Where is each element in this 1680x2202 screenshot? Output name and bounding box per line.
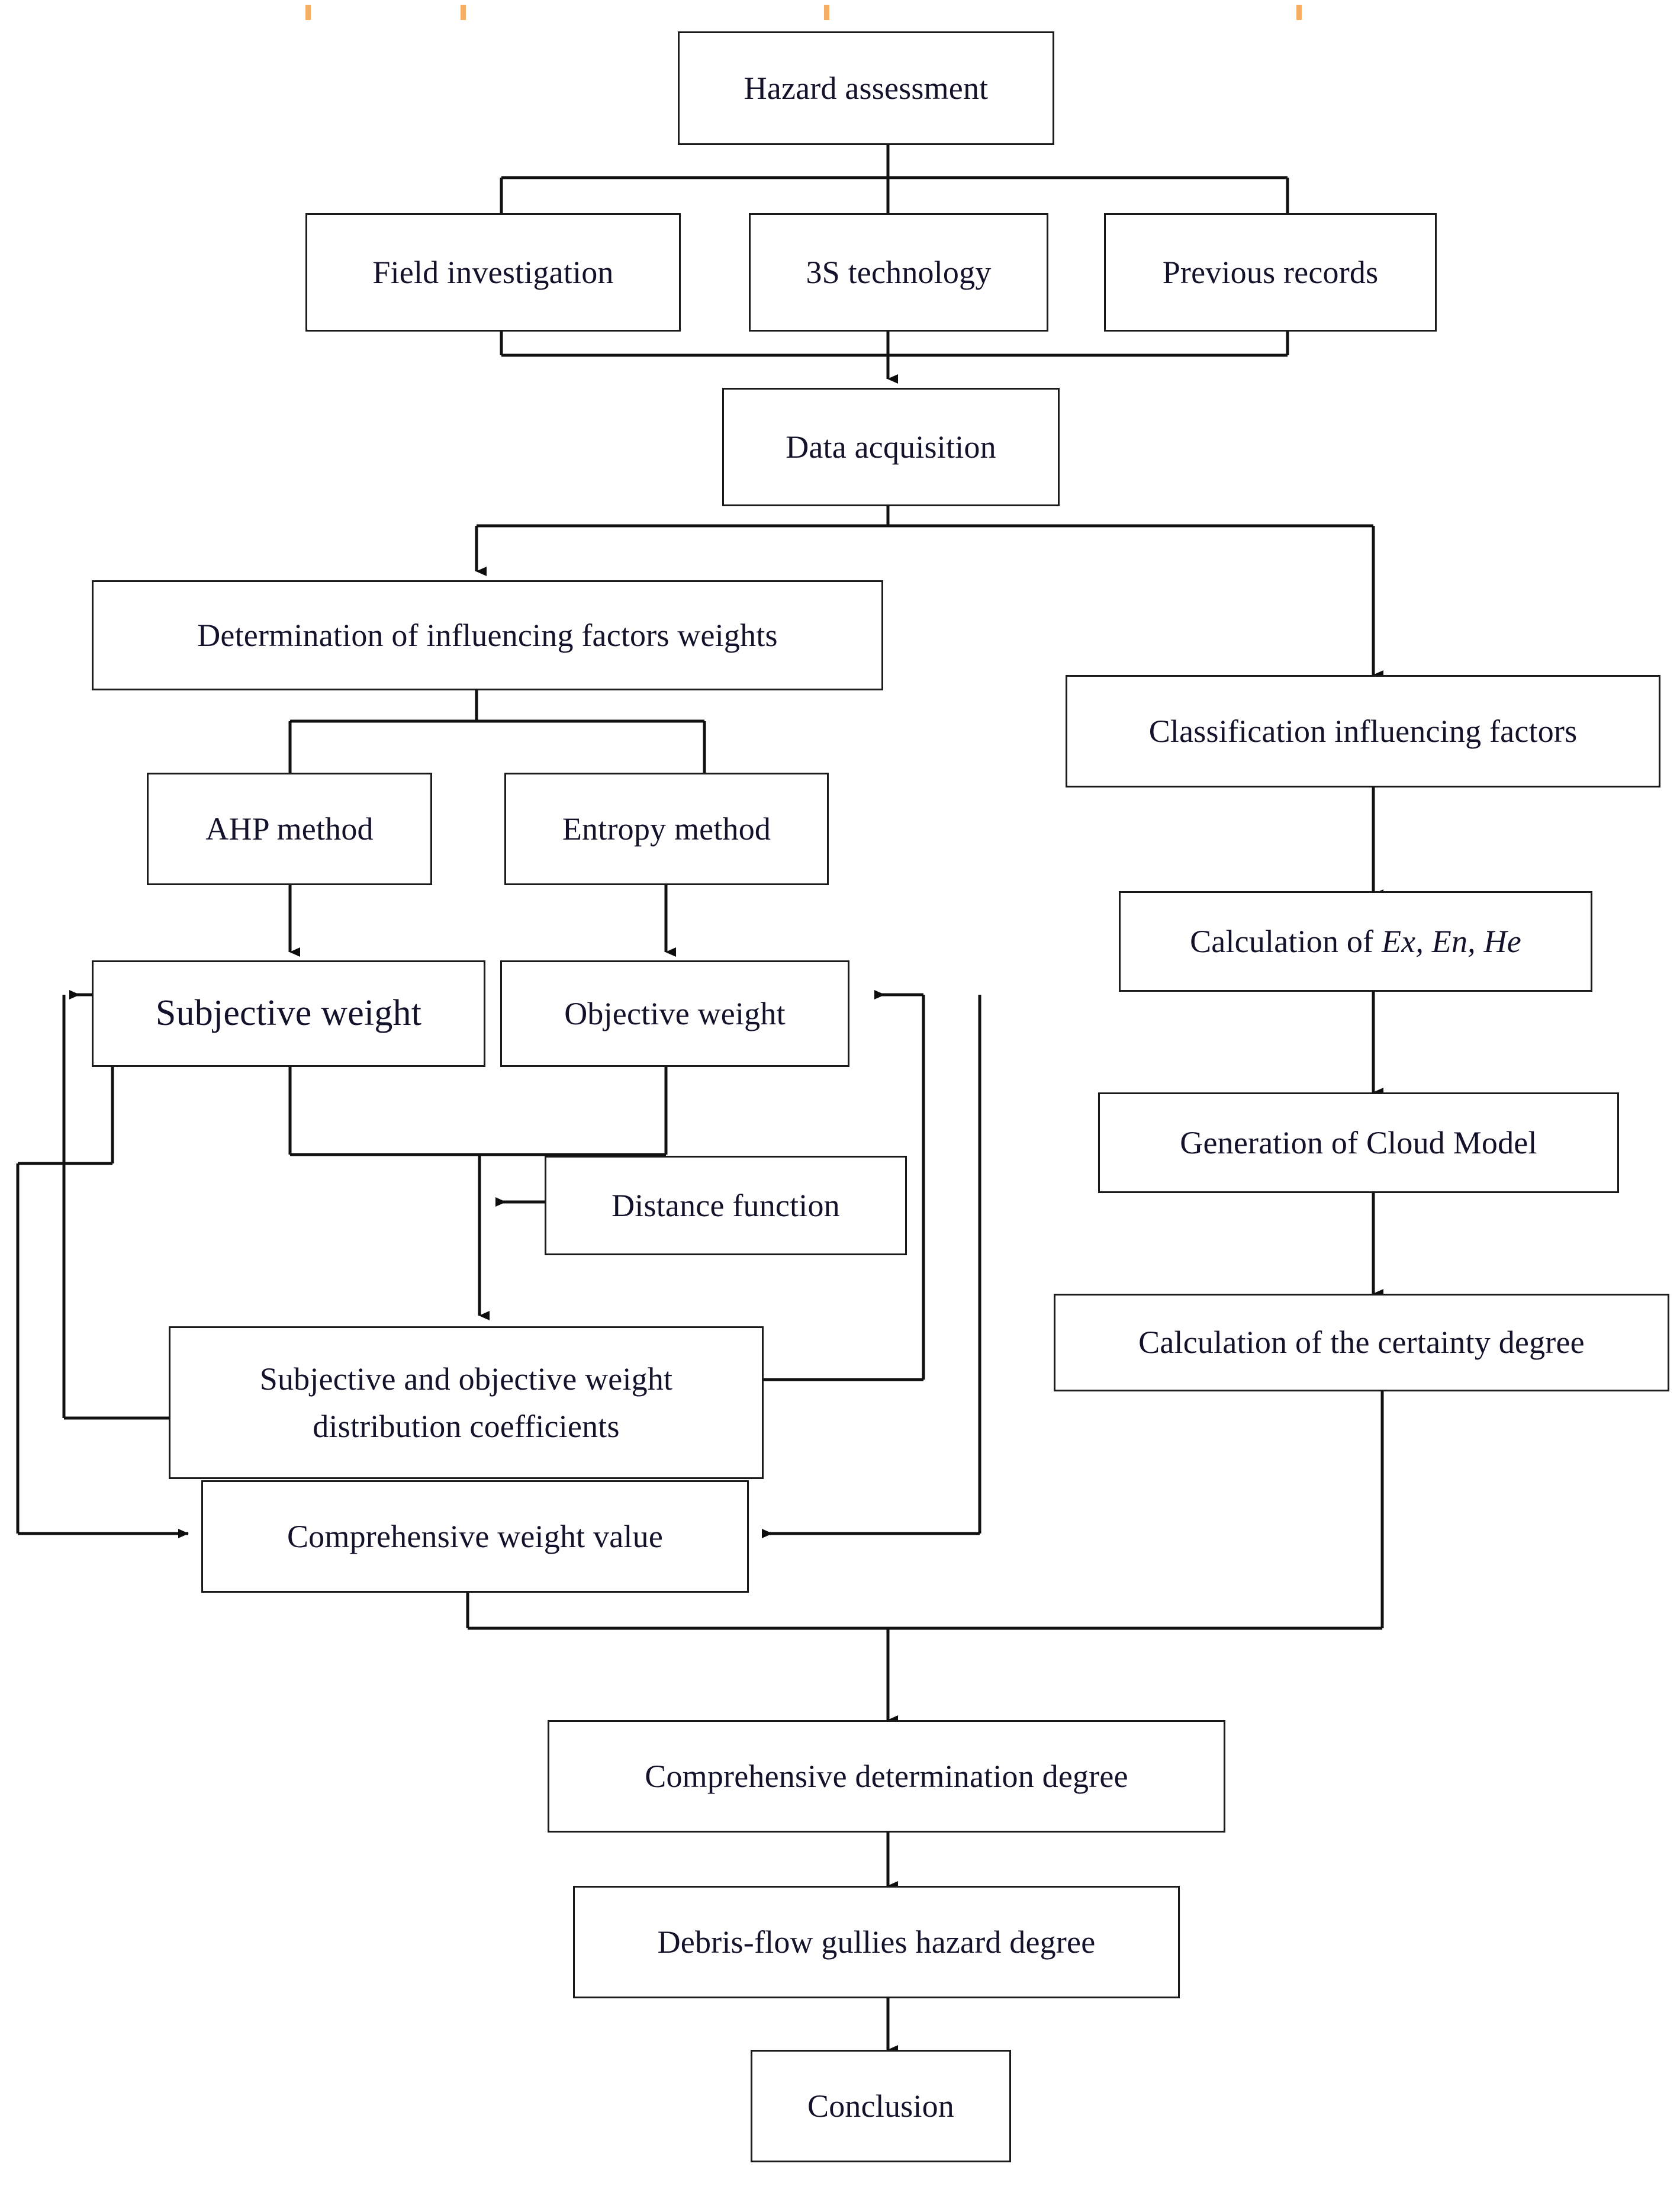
calculation-variables: Ex, En, He [1382,923,1521,959]
node-label: AHP method [205,811,374,847]
node-field-investigation[interactable]: Field investigation [305,213,681,332]
node-label-line-1: Subjective and objective weight [259,1361,673,1397]
node-label: 3S technology [806,254,992,290]
node-label: Calculation of the certainty degree [1138,1325,1585,1361]
scan-artifact-mark [824,5,829,20]
node-debris-flow-gullies-hazard-degree[interactable]: Debris-flow gullies hazard degree [573,1886,1180,1998]
scan-artifact-mark [305,5,311,20]
node-classification-influencing-factors[interactable]: Classification influencing factors [1066,675,1660,787]
node-label: Entropy method [562,811,771,847]
node-label: Field investigation [372,254,614,290]
node-hazard-assessment[interactable]: Hazard assessment [678,31,1054,145]
scan-artifact-mark [1296,5,1302,20]
node-3s-technology[interactable]: 3S technology [749,213,1048,332]
node-distance-function[interactable]: Distance function [545,1156,907,1255]
calculation-prefix: Calculation of [1190,923,1382,959]
node-calculation-of-certainty-degree[interactable]: Calculation of the certainty degree [1054,1294,1669,1391]
node-subjective-weight[interactable]: Subjective weight [92,960,485,1067]
node-label: Classification influencing factors [1148,713,1578,749]
node-data-acquisition[interactable]: Data acquisition [722,388,1060,506]
node-entropy-method[interactable]: Entropy method [504,773,829,885]
node-label: Subjective weight [155,993,422,1034]
node-label: Determination of influencing factors wei… [197,617,778,653]
node-comprehensive-determination-degree[interactable]: Comprehensive determination degree [548,1720,1225,1833]
scan-artifact-mark [461,5,466,20]
node-subjective-objective-weight-distribution-coefficients[interactable]: Subjective and objective weight distribu… [169,1326,764,1479]
node-ahp-method[interactable]: AHP method [147,773,432,885]
node-label: Comprehensive determination degree [645,1758,1128,1794]
node-objective-weight[interactable]: Objective weight [500,960,849,1067]
node-comprehensive-weight-value[interactable]: Comprehensive weight value [201,1480,749,1593]
node-previous-records[interactable]: Previous records [1104,213,1437,332]
node-generation-of-cloud-model[interactable]: Generation of Cloud Model [1098,1092,1619,1193]
node-label: Calculation of Ex, En, He [1190,923,1521,959]
node-label: Hazard assessment [744,70,989,106]
node-label: Conclusion [807,2088,954,2124]
node-calculation-ex-en-he[interactable]: Calculation of Ex, En, He [1119,891,1592,992]
node-label: Debris-flow gullies hazard degree [657,1924,1096,1960]
node-label: Generation of Cloud Model [1180,1124,1537,1161]
node-label: Objective weight [564,995,786,1031]
node-label-line-2: distribution coefficients [313,1408,620,1444]
node-label: Previous records [1162,254,1379,290]
node-determination-influencing-factors-weights[interactable]: Determination of influencing factors wei… [92,580,883,690]
node-conclusion[interactable]: Conclusion [751,2050,1011,2162]
node-label: Data acquisition [786,429,996,465]
node-label: Distance function [612,1187,840,1223]
node-label: Comprehensive weight value [287,1518,664,1554]
